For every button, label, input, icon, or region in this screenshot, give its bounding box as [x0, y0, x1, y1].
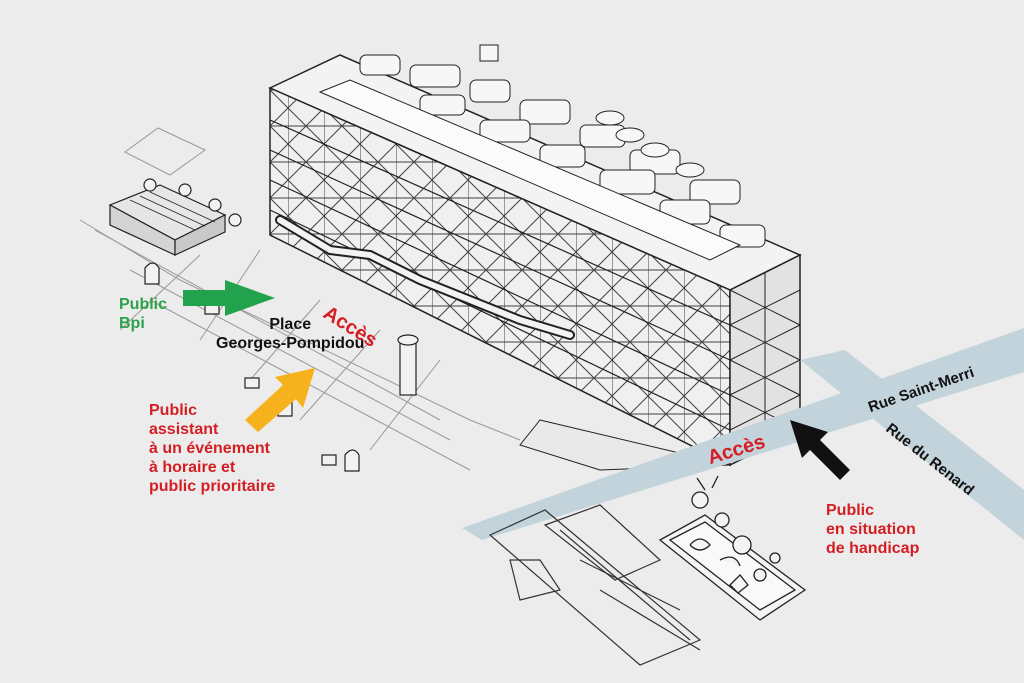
- place-label: Place Georges-Pompidou: [216, 316, 364, 354]
- public-handicap-line: Public: [826, 502, 875, 519]
- bpi-entrance-arrow: [183, 280, 275, 316]
- public-event-line: à horaire et: [149, 458, 236, 476]
- public-handicap-line: de handicap: [826, 539, 920, 557]
- centre-pompidou-building: [268, 44, 802, 471]
- public-event-label: Public assistant à un événement à horair…: [149, 402, 275, 496]
- public-event-line: public prioritaire: [149, 477, 276, 495]
- public-event-line: à un événement: [149, 439, 270, 457]
- public-bpi-line: Bpi: [119, 314, 145, 332]
- public-handicap-label: Public en situation de handicap: [826, 502, 919, 559]
- street-band: [462, 328, 1024, 540]
- public-event-line: assistant: [149, 420, 219, 438]
- place-line: Place: [269, 316, 312, 333]
- public-event-line: Public: [149, 402, 198, 419]
- handicap-entrance-arrow: [790, 420, 850, 480]
- event-entrance-arrow: [245, 368, 315, 432]
- annex-building: [108, 178, 242, 256]
- public-bpi-line: Public: [119, 296, 168, 313]
- place-line: Georges-Pompidou: [216, 334, 365, 352]
- public-handicap-line: en situation: [826, 520, 916, 538]
- public-bpi-label: Public Bpi: [119, 296, 167, 334]
- stravinsky-fountain: [658, 475, 807, 621]
- lower-site-plan: [488, 504, 702, 666]
